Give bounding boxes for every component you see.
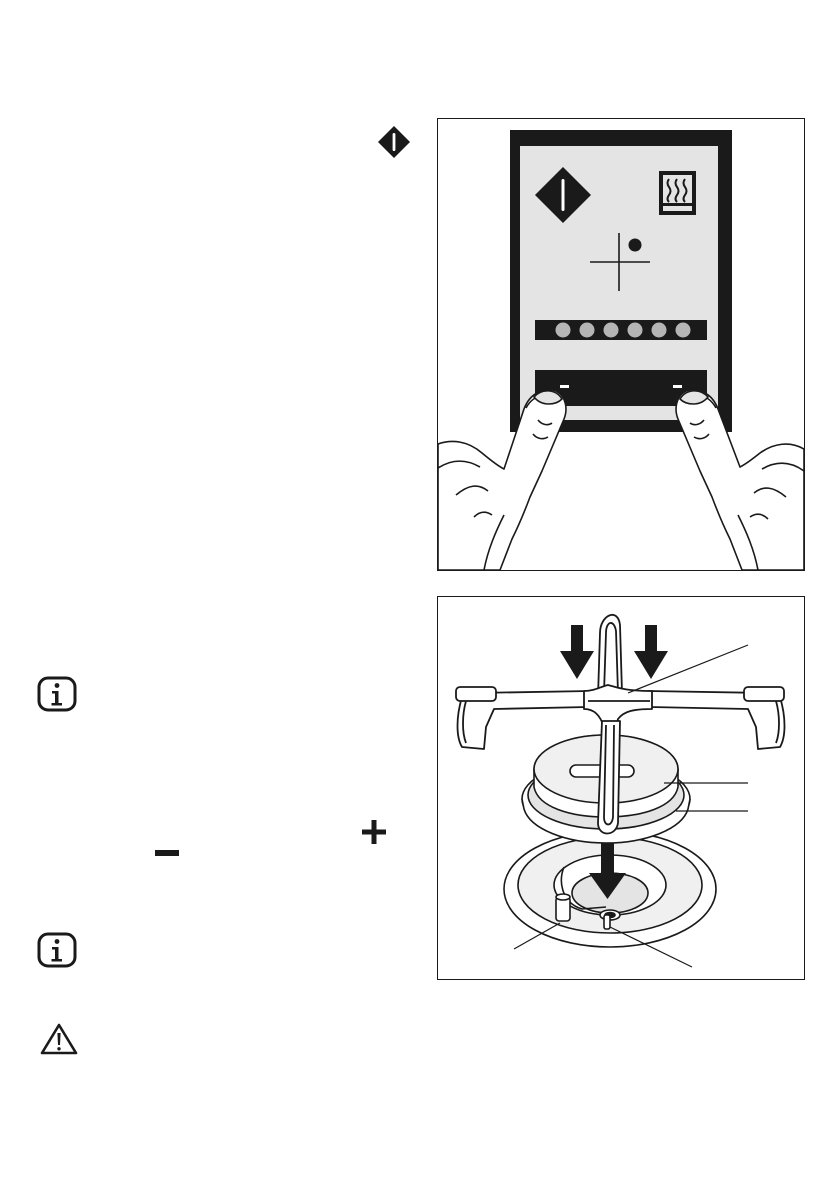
down-arrow-icon	[560, 625, 594, 679]
warning-triangle-icon	[39, 1022, 79, 1056]
info-icon	[37, 932, 77, 968]
info-icon	[37, 676, 77, 712]
control-panel-figure	[437, 118, 805, 571]
plus-icon	[362, 820, 386, 844]
led-indicator	[556, 323, 571, 338]
heat-waves-icon	[659, 171, 696, 215]
left-hand	[438, 390, 566, 570]
down-arrow-icon	[634, 625, 668, 679]
led-indicator	[652, 323, 667, 338]
led-indicator	[580, 323, 595, 338]
led-indicator	[676, 323, 691, 338]
led-indicator	[628, 323, 643, 338]
minus-icon	[155, 850, 179, 858]
right-hand	[676, 390, 804, 570]
on-off-diamond-icon	[376, 124, 412, 160]
burner-assembly-figure	[437, 596, 805, 980]
led-indicator	[604, 323, 619, 338]
